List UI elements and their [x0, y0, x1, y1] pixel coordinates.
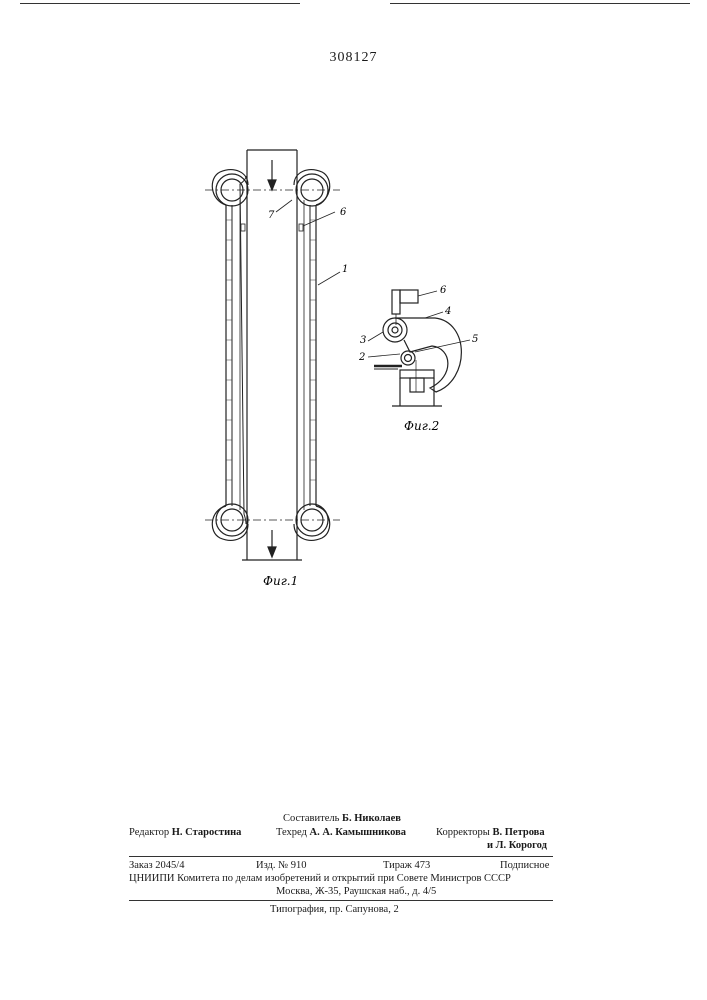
label-1: 1: [342, 264, 348, 275]
editor-name: Н. Старостина: [172, 827, 242, 838]
techeditor-line: Техред А. А. Камышникова: [276, 826, 406, 839]
fig2-label-6: 6: [440, 285, 447, 296]
correctors-role: Корректоры: [436, 827, 490, 838]
address-line: Москва, Ж-35, Раушская наб., д. 4/5: [276, 885, 436, 898]
corrector-2-line: и Л. Корогод: [487, 839, 547, 852]
print-run: Тираж 473: [383, 859, 430, 872]
compiler-name: Б. Николаев: [342, 813, 401, 824]
fig1-caption: Фиг.1: [263, 574, 298, 588]
editor-role: Редактор: [129, 827, 169, 838]
subscription: Подписное: [500, 859, 549, 872]
fig2-label-4: 4: [444, 306, 451, 317]
fig2-label-5: 5: [472, 334, 478, 345]
fig2-label-2: 2: [358, 352, 365, 363]
fig2-caption: Фиг.2: [404, 419, 439, 433]
compiler-line: Составитель Б. Николаев: [283, 812, 401, 825]
publisher-line: ЦНИИПИ Комитета по делам изобретений и о…: [129, 872, 511, 885]
fig2-label-3: 3: [360, 335, 366, 346]
imprint-divider-1: [129, 856, 553, 857]
corrector-1: В. Петрова: [492, 827, 544, 838]
edition-number: Изд. № 910: [256, 859, 307, 872]
correctors-line: Корректоры В. Петрова: [436, 826, 545, 839]
label-7: 7: [268, 210, 275, 221]
imprint-divider-2: [129, 900, 553, 901]
techeditor-name: А. А. Камышникова: [310, 827, 407, 838]
corrector-2: и Л. Корогод: [487, 840, 547, 851]
techeditor-role: Техред: [276, 827, 307, 838]
order-number: Заказ 2045/4: [129, 859, 184, 872]
compiler-role: Составитель: [283, 813, 339, 824]
label-6: 6: [340, 207, 347, 218]
editor-line: Редактор Н. Старостина: [129, 826, 241, 839]
printer-line: Типография, пр. Сапунова, 2: [270, 903, 399, 916]
